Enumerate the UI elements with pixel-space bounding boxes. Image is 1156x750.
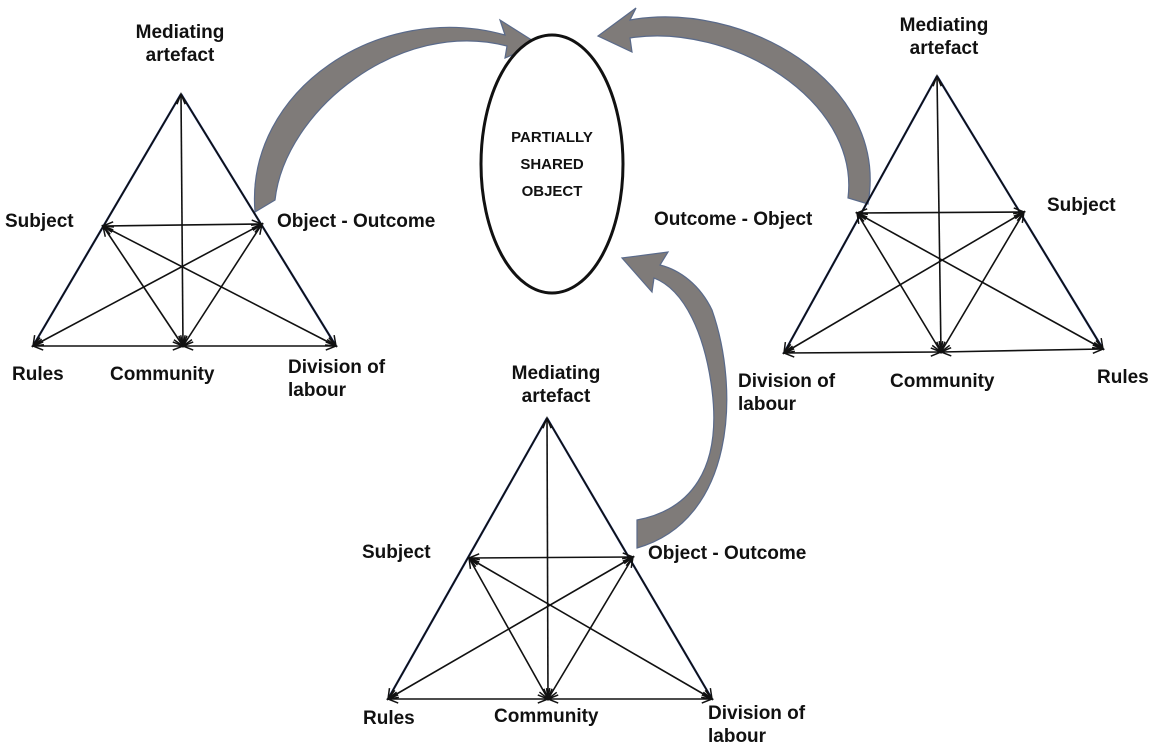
right-system-object-community-arrow-head [939,341,951,354]
bottom-system-object-far-arrow-head-back [622,555,635,567]
right-mediating-line2: artefact [909,38,979,59]
curved-arrow-right [596,7,871,205]
bottom-rules-label: Rules [363,708,415,729]
bottom-division-of-labour-label: Division of labour [708,702,805,748]
right-system-vertical-arrow-head [932,73,942,87]
left-system-vertical-arrow [180,93,184,347]
right-outcome-object-label: Outcome - Object [654,209,813,230]
bottom-object-outcome-label: Object - Outcome [648,543,807,564]
left-division-line2: labour [288,380,347,401]
left-system-subject-community-arrow [102,225,184,347]
right-system-base-left-arrow [783,351,942,354]
right-community-label: Community [890,371,995,392]
right-system-subject-object-arrow [856,211,1025,214]
shared-object-line3: OBJECT [521,183,583,200]
right-division-line2: labour [738,394,797,415]
right-system-subject-community-arrow [856,212,942,353]
left-system-subject-far-arrow-head [324,337,338,347]
right-system-subject-far-arrow-head [1091,340,1105,350]
left-system-object-far-arrow-head-back [250,223,264,233]
left-system-vertical-arrow-head [176,91,186,105]
bottom-system-object-far-arrow [387,556,634,700]
bottom-division-line2: labour [708,726,767,747]
bottom-system-vertical-arrow-head [542,415,552,429]
right-system-subject-far-arrow [856,212,1104,350]
left-system-object-community-arrow-head [181,335,193,348]
left-system-edge-right-arrow [180,93,337,347]
right-rules-label: Rules [1097,367,1149,388]
bottom-system-subject-far-arrow-head-back [467,556,480,568]
left-system-object-far-arrow-head [31,337,45,347]
bottom-system-object-far-arrow-head [386,689,399,701]
left-mediating-line1: Mediating [135,22,225,43]
right-system-object-far-arrow-head [782,343,795,355]
left-subject-label: Subject [5,211,74,232]
bottom-community-label: Community [494,706,599,727]
right-system-object-far-arrow-head-back [1013,210,1026,222]
left-object-outcome-label: Object - Outcome [277,211,436,232]
left-system-object-community-arrow [182,223,263,347]
right-mediating-artefact-label: Mediating artefact [874,14,1014,60]
curved-arrow-left [253,18,540,214]
left-mediating-artefact-label: Mediating artefact [110,21,250,67]
left-system-object-far-arrow [32,223,263,347]
left-division-of-labour-label: Division of labour [288,356,385,402]
left-community-label: Community [110,364,215,385]
shared-object-line1: PARTIALLY [511,129,593,146]
bottom-system-vertical-arrow [546,417,549,700]
bottom-system-object-community-arrow-head [546,688,558,701]
left-system-subject-far-arrow [102,225,337,347]
right-system-object-far-arrow [783,211,1025,354]
shared-object-line2: SHARED [520,156,584,173]
bottom-mediating-line2: artefact [521,386,591,407]
bottom-system-subject-far-arrow-head [701,689,714,701]
bottom-system-subject-far-arrow [468,557,713,700]
left-mediating-line2: artefact [145,45,215,66]
right-system-vertical-arrow [936,75,942,353]
right-mediating-line1: Mediating [899,15,989,36]
left-system-subject-far-arrow-head-back [101,225,115,235]
right-division-of-labour-label: Division of labour [738,370,835,416]
bottom-mediating-line1: Mediating [511,363,601,384]
right-subject-label: Subject [1047,195,1116,216]
left-system-subject-object-arrow [102,223,263,227]
left-rules-label: Rules [12,364,64,385]
shared-object-ellipse [479,33,625,295]
left-division-line1: Division of [288,357,386,378]
bottom-division-line1: Division of [708,703,806,724]
right-division-line1: Division of [738,371,836,392]
right-system-subject-far-arrow-head-back [855,212,869,222]
right-system-base-right-arrow [940,348,1104,353]
bottom-subject-label: Subject [362,542,431,563]
bottom-mediating-artefact-label: Mediating artefact [486,362,626,408]
bottom-system-edge-left-arrow [387,417,548,700]
left-system-edge-left-arrow [32,93,182,347]
shared-object-text: PARTIALLY SHARED OBJECT [492,124,612,205]
bottom-system-subject-object-arrow [468,556,634,559]
curved-arrow-bottom [620,251,728,549]
